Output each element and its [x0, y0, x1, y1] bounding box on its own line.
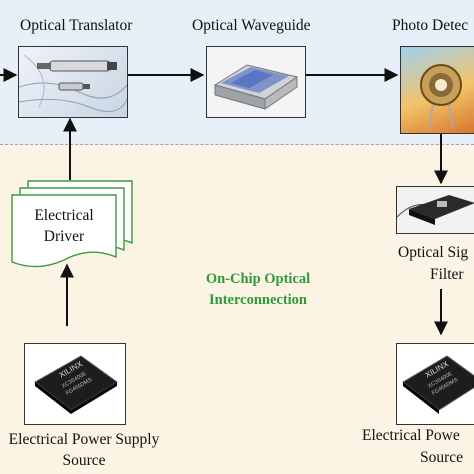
power-supply-left-label-line1: Electrical Power Supply — [8, 431, 160, 448]
photo-detector-image — [400, 46, 474, 134]
electrical-driver-label-line2: Driver — [43, 228, 85, 245]
on-chip-interconnection-label: On-Chip Optical Interconnection — [170, 269, 346, 311]
optical-translator-image — [18, 46, 128, 118]
optical-waveguide-label: Optical Waveguide — [192, 17, 311, 34]
optical-signal-filter-label-line1: Optical Sig — [398, 244, 469, 261]
domain-divider — [0, 144, 474, 145]
power-supply-right-label-line2: Source — [420, 449, 464, 466]
power-supply-left-label-line2: Source — [62, 452, 106, 469]
electrical-driver-label: Electrical Driver — [12, 205, 116, 247]
fpga-chip-right-graphic: XILINX XC3S400E FG456DMS — [402, 355, 474, 414]
optical-translator-graphic — [19, 54, 127, 112]
photo-detector-label: Photo Detec — [392, 17, 469, 34]
fpga-chip-left-graphic: XILINX XC3S400E FG456DMS — [34, 355, 118, 414]
optical-translator-label: Optical Translator — [20, 17, 133, 34]
on-chip-label-line1: On-Chip Optical — [205, 271, 311, 287]
optical-signal-filter-image — [396, 186, 474, 234]
optical-waveguide-image — [206, 46, 306, 118]
electrical-driver-label-line1: Electrical — [34, 207, 94, 224]
power-supply-left-label: Electrical Power Supply Source — [0, 429, 168, 471]
electrical-driver-shape — [11, 180, 133, 268]
optical-signal-filter-label-line2: Filter — [430, 266, 464, 283]
optical-signal-filter-graphic — [397, 195, 474, 225]
power-supply-right-label-line1: Electrical Powe — [362, 427, 460, 444]
power-supply-right-chip-image: XILINX XC3S400E FG456DMS — [396, 343, 474, 425]
power-supply-left-chip-image: XILINX XC3S400E FG456DMS — [24, 343, 126, 425]
optical-waveguide-graphic — [213, 64, 299, 110]
on-chip-label-line2: Interconnection — [208, 292, 307, 308]
photo-detector-graphic — [420, 64, 462, 128]
